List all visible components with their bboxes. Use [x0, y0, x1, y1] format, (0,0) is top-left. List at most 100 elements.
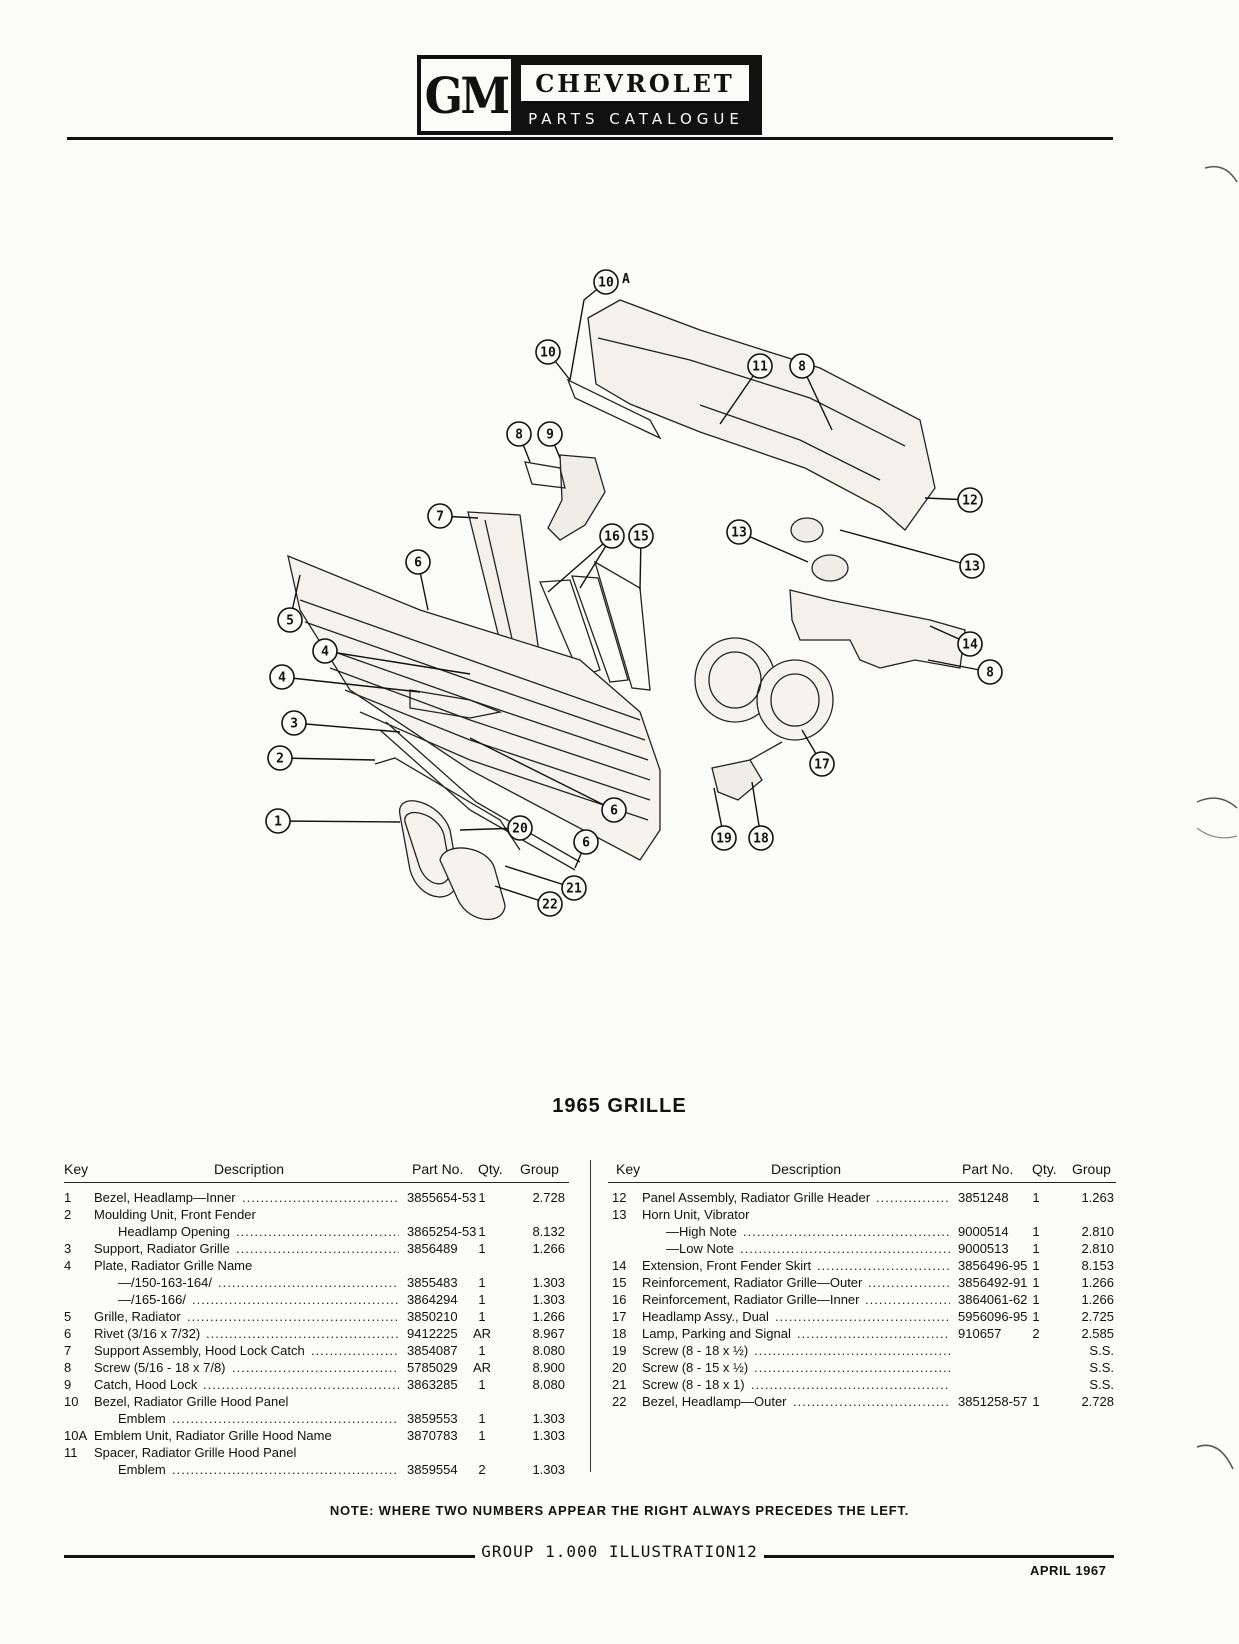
- group-cell: 8.080: [532, 1343, 565, 1358]
- parts-row: —/165-166/..............................…: [64, 1291, 569, 1308]
- qty-cell: 1: [1032, 1224, 1040, 1239]
- group-cell: 2.728: [1081, 1394, 1114, 1409]
- description-cell: Moulding Unit, Front Fender: [94, 1207, 256, 1222]
- group-header: Group: [520, 1161, 559, 1177]
- part-no-header: Part No.: [962, 1161, 1014, 1177]
- callout-5: 5: [277, 607, 303, 633]
- qty-cell: 1: [1032, 1275, 1040, 1290]
- callout-3: 3: [281, 710, 307, 736]
- description-cell: Plate, Radiator Grille Name: [94, 1258, 253, 1273]
- key-cell: 1: [64, 1190, 72, 1205]
- callout-1: 1: [265, 808, 291, 834]
- qty-cell: AR: [472, 1326, 492, 1341]
- part-number-cell: 3855483: [407, 1275, 458, 1290]
- qty-cell: 1: [1032, 1292, 1040, 1307]
- svg-text:7: 7: [436, 510, 444, 525]
- description-cell: Screw (8 - 18 x ½): [642, 1343, 749, 1358]
- part-number-cell: 9000513: [958, 1241, 1009, 1256]
- svg-text:14: 14: [962, 638, 978, 653]
- group-cell: 1.303: [532, 1275, 565, 1290]
- key-header: Key: [616, 1161, 641, 1177]
- callout-13: 13: [726, 519, 752, 545]
- svg-text:11: 11: [752, 360, 768, 375]
- part-number-cell: 3850210: [407, 1309, 458, 1324]
- leader-dots: ........................................…: [236, 1224, 399, 1239]
- qty-cell: 1: [1032, 1241, 1040, 1256]
- group-label-text: GROUP 1.000 ILLUSTRATION12: [475, 1542, 764, 1561]
- key-cell: 9: [64, 1377, 72, 1392]
- svg-text:13: 13: [731, 526, 747, 541]
- callout-15: 15: [628, 523, 654, 549]
- part-number-cell: 3864294: [407, 1292, 458, 1307]
- group-cell: 1.303: [532, 1292, 565, 1307]
- group-cell: 2.728: [532, 1190, 565, 1205]
- svg-text:8: 8: [515, 428, 523, 443]
- callout-8: 8: [977, 659, 1003, 685]
- callout-8: 8: [506, 421, 532, 447]
- description-cell: Panel Assembly, Radiator Grille Header: [642, 1190, 871, 1205]
- qty-cell: 1: [478, 1241, 486, 1256]
- parts-row: —High Note..............................…: [608, 1223, 1116, 1240]
- leader-dots: ........................................…: [793, 1394, 950, 1409]
- qty-header: Qty.: [478, 1161, 503, 1177]
- key-cell: 3: [64, 1241, 72, 1256]
- group-cell: 1.303: [532, 1411, 565, 1426]
- callout-2: 2: [267, 745, 293, 771]
- parts-row: —/150-163-164/..........................…: [64, 1274, 569, 1291]
- key-cell: 22: [612, 1394, 627, 1409]
- part-number-cell: 3870783: [407, 1428, 458, 1443]
- key-cell: 10A: [64, 1428, 88, 1443]
- leader-dots: ........................................…: [817, 1258, 950, 1273]
- callout-13: 13: [959, 553, 985, 579]
- leader-dots: ........................................…: [740, 1241, 950, 1256]
- group-cell: 8.132: [532, 1224, 565, 1239]
- qty-cell: 1: [1032, 1258, 1040, 1273]
- leader-dots: ........................................…: [868, 1275, 950, 1290]
- description-cell: —/150-163-164/: [118, 1275, 212, 1290]
- group-cell: 1.303: [532, 1462, 565, 1477]
- key-cell: 17: [612, 1309, 627, 1324]
- description-cell: Extension, Front Fender Skirt: [642, 1258, 812, 1273]
- callout-22: 22: [537, 891, 563, 917]
- part-number-cell: 3859553: [407, 1411, 458, 1426]
- callout-10a: 10 A: [593, 269, 630, 295]
- parts-row: Emblem..................................…: [64, 1410, 569, 1427]
- svg-text:10: 10: [598, 276, 614, 291]
- table-header: Key Description Part No. Qty. Group: [608, 1158, 1116, 1183]
- callout-20: 20: [507, 815, 533, 841]
- description-cell: Support Assembly, Hood Lock Catch: [94, 1343, 305, 1358]
- description-cell: Emblem: [118, 1462, 166, 1477]
- group-cell: 8.080: [532, 1377, 565, 1392]
- description-cell: Grille, Radiator: [94, 1309, 181, 1324]
- part-number-cell: 3854087: [407, 1343, 458, 1358]
- description-cell: Emblem: [118, 1411, 166, 1426]
- parts-row: 11 Spacer, Radiator Grille Hood Panel: [64, 1444, 569, 1461]
- svg-text:12: 12: [962, 494, 978, 509]
- key-cell: 19: [612, 1343, 627, 1358]
- key-header: Key: [64, 1161, 89, 1177]
- key-cell: 18: [612, 1326, 627, 1341]
- callout-7: 7: [427, 503, 453, 529]
- leader-dots: ........................................…: [236, 1241, 399, 1256]
- description-cell: —/165-166/: [118, 1292, 186, 1307]
- leader-dots: ........................................…: [797, 1326, 950, 1341]
- key-cell: 11: [64, 1445, 78, 1460]
- leader-dots: ........................................…: [172, 1411, 399, 1426]
- svg-text:A: A: [622, 272, 630, 287]
- description-cell: Rivet (3/16 x 7/32): [94, 1326, 201, 1341]
- part-number-cell: 3864061-62: [958, 1292, 1028, 1307]
- group-cell: 8.967: [532, 1326, 565, 1341]
- description-cell: Catch, Hood Lock: [94, 1377, 198, 1392]
- description-cell: Spacer, Radiator Grille Hood Panel: [94, 1445, 297, 1460]
